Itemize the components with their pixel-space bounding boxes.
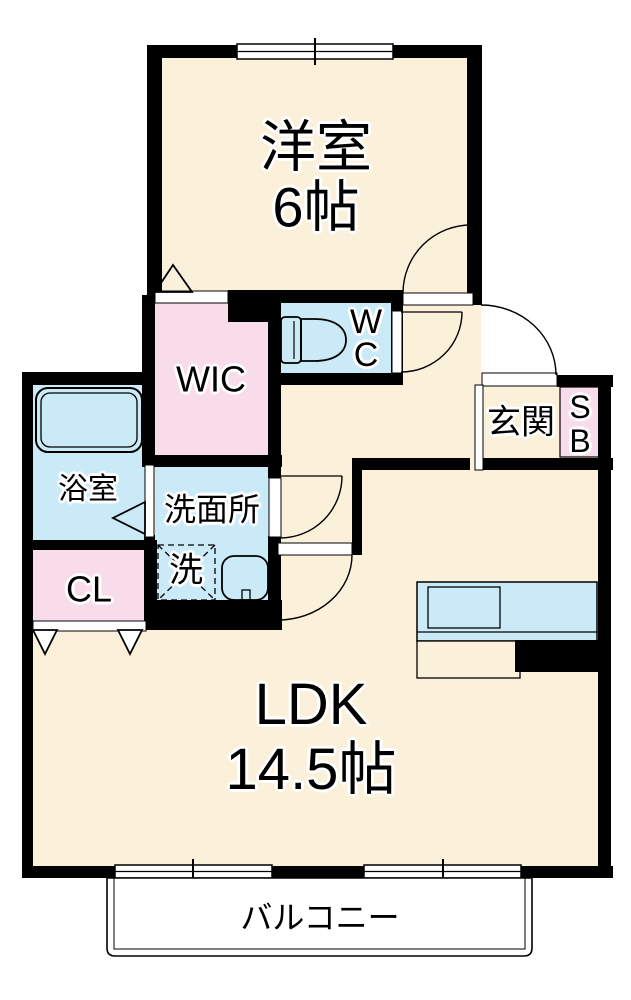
closet-folding-door-icon	[31, 629, 59, 657]
ldk-size: 14.5帖	[225, 737, 397, 802]
shoe-box-label: S B	[569, 390, 590, 458]
washroom-door-opening	[268, 477, 282, 538]
western-room-door-opening	[402, 292, 474, 306]
western-room-floor	[149, 50, 479, 300]
window-south-left	[114, 859, 273, 884]
wall-washroom-south	[144, 600, 282, 630]
wic-folding-door-icon	[153, 263, 194, 293]
wall-east-upper	[467, 45, 482, 305]
kitchen-sink	[427, 586, 501, 629]
wic-floor	[150, 300, 268, 457]
wall-outer-west	[22, 372, 33, 878]
ldk-door-opening	[277, 542, 353, 556]
washroom-label: 洗面所	[163, 491, 261, 528]
balcony-inner-line	[113, 877, 526, 950]
wc-door-opening	[391, 310, 403, 374]
closet-door-opening	[32, 620, 147, 632]
balcony-label: バルコニー	[240, 899, 400, 936]
shoe-box-letter-s: S	[569, 389, 591, 425]
bathtub-inner-line	[40, 392, 138, 448]
window-north	[236, 38, 394, 65]
bathroom-folding-door-icon	[110, 500, 146, 536]
window-south-right	[363, 859, 522, 884]
entrance-step-line	[474, 384, 484, 471]
wall-bath-closet	[22, 540, 157, 550]
wall-bath-north	[22, 372, 155, 385]
wall-bath-divider-top	[144, 385, 155, 467]
closet-folding-door-icon	[116, 629, 144, 657]
ldk-label: LDK 14.5帖	[225, 672, 397, 803]
wc-letter-c: C	[353, 336, 379, 374]
wall-outer-south	[22, 866, 613, 878]
wc-door-arc	[400, 311, 463, 373]
wall-wic-washroom	[142, 455, 282, 467]
wall-outer-east	[598, 375, 611, 878]
wall-wc-south	[278, 373, 403, 385]
ldk-name: LDK	[254, 672, 368, 738]
entrance-label: 玄関	[487, 403, 555, 442]
bathroom-label: 浴室	[58, 472, 118, 506]
western-room-door-arc	[402, 224, 472, 294]
kitchen-counter	[416, 581, 598, 642]
western-room-label: 洋室 6帖	[260, 115, 372, 239]
wall-ldk-north-east	[483, 458, 613, 470]
toilet-bowl-icon	[300, 318, 347, 362]
washroom-door-arc	[279, 475, 343, 539]
washroom-floor	[155, 467, 270, 602]
balcony-outline	[106, 877, 533, 957]
western-room-size: 6帖	[272, 176, 360, 239]
wall-wic-east	[268, 295, 281, 478]
wall-kitchen-stub	[515, 640, 608, 672]
wc-label: W C	[349, 303, 383, 374]
kitchen-unit-outline	[416, 640, 521, 679]
bathtub-icon	[35, 387, 143, 453]
washer-label: 洗	[169, 551, 203, 590]
wc-letter-w: W	[349, 303, 383, 341]
washing-machine-cross	[157, 544, 216, 601]
wall-west-upper	[147, 45, 162, 303]
ldk-door-arc	[277, 554, 353, 621]
wall-ldk-north-west	[352, 458, 470, 470]
entrance-door-arc	[480, 304, 557, 376]
western-room-name: 洋室	[260, 115, 372, 179]
wall-hall-ldk-vertical	[352, 458, 362, 555]
shoe-box-letter-b: B	[569, 423, 591, 459]
closet-floor	[33, 550, 146, 622]
wic-label: WIC	[176, 358, 246, 400]
bathroom-door-opening	[144, 464, 155, 538]
entrance-door-opening	[481, 372, 558, 387]
closet-label: CL	[65, 568, 113, 610]
